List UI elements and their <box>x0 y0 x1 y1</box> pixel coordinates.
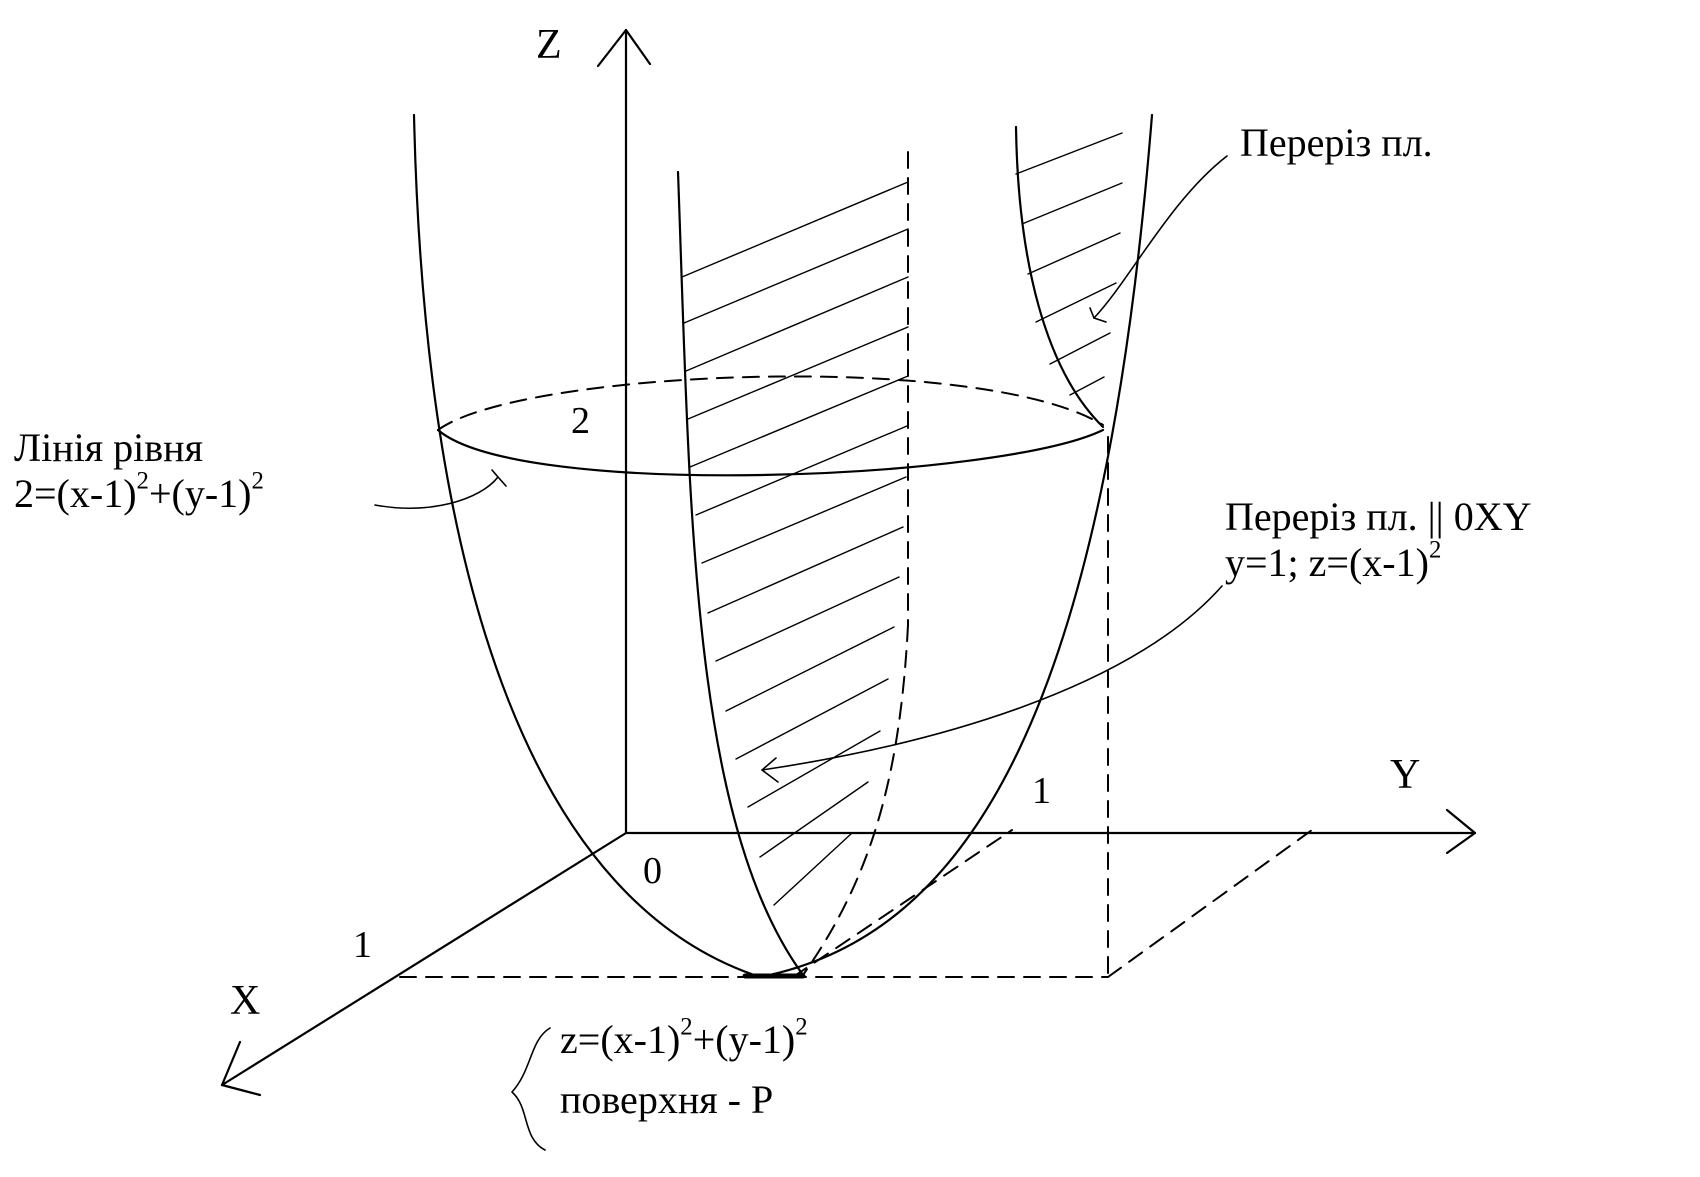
leader-level-line-arrow-icon <box>491 469 507 487</box>
paraboloid-left-branch <box>412 113 762 979</box>
z-axis-label: Z <box>536 22 562 68</box>
section-curve-right <box>1014 125 1105 429</box>
x-axis <box>220 831 628 1087</box>
surface-annotation: z=(x-1)2+(y-1)2 поверхня - P <box>560 1013 808 1122</box>
paraboloid-surface <box>412 113 1154 979</box>
level-line-equation: 2=(x-1)2+(y-1)2 <box>14 467 264 516</box>
z-axis-arrow-icon <box>596 28 652 68</box>
level-value-label: 2 <box>571 400 590 442</box>
section-parallel-equation: y=1; z=(x-1)2 <box>1225 536 1442 585</box>
y-axis-label: Y <box>1390 752 1421 798</box>
section-plane-label: Переріз пл. <box>1240 120 1433 165</box>
origin-label: 0 <box>643 850 662 892</box>
surface-name: поверхня - P <box>560 1077 774 1122</box>
y-tick-label: 1 <box>1032 770 1051 812</box>
dashed-guides <box>399 151 1313 978</box>
annotation-leaders <box>374 155 1228 1151</box>
section-curve-left <box>676 170 805 977</box>
leader-section-plane <box>1093 155 1228 319</box>
x-tick-label: 1 <box>353 924 372 966</box>
level-line-title: Лінія рівня <box>14 425 203 470</box>
surface-equation: z=(x-1)2+(y-1)2 <box>560 1013 808 1062</box>
x-axis-label: X <box>230 978 261 1024</box>
y-axis-arrow-icon <box>1445 808 1477 855</box>
section-hatching <box>681 132 1123 906</box>
section-parallel-title: Переріз пл. || 0XY <box>1225 494 1532 539</box>
level-ellipse-back <box>437 375 1104 431</box>
leader-section-parallel-arrow-icon <box>761 757 779 783</box>
level-ellipse-front <box>436 428 1105 477</box>
leader-level-line <box>374 476 499 509</box>
axes <box>220 28 1477 1097</box>
section-parallel-annotation: Переріз пл. || 0XY y=1; z=(x-1)2 <box>1225 497 1531 583</box>
level-line-annotation: Лінія рівня 2=(x-1)2+(y-1)2 <box>14 428 264 514</box>
leader-section-parallel <box>761 585 1223 771</box>
surface-brace-icon <box>511 1027 551 1151</box>
paraboloid-right-branch <box>758 113 1154 979</box>
leader-section-plane-arrow-icon <box>1089 307 1107 323</box>
x-axis-arrow-icon <box>220 1040 262 1097</box>
